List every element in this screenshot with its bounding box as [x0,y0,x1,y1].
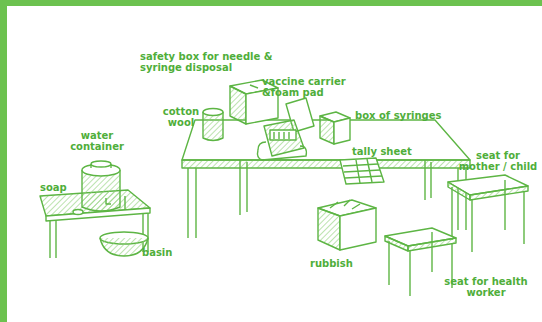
part-label: seat for mother / child [456,150,540,172]
frame-bar [0,0,7,322]
basin [100,232,148,256]
soap-bar [73,210,83,215]
vaccine-carrier [258,98,315,160]
part-label: safety box for needle & syringe disposal [140,51,290,73]
part-label: cotton wool [158,106,204,128]
tally-sheet [340,158,384,184]
part-label: tally sheet [352,146,432,157]
stool-mother [448,175,528,252]
water-container [82,161,120,211]
part-label: vaccine carrier &foam pad [262,76,358,98]
part-label: soap [40,182,80,193]
syringe-box [320,112,350,144]
part-label: box of syringes [355,110,455,121]
cotton-jar [203,109,223,141]
part-label: rubbish [310,258,370,269]
part-label: basin [142,247,192,258]
rubbish-box [318,200,376,250]
part-label: seat for health worker [440,276,532,298]
part-label: water container [64,130,130,152]
frame-bar [0,0,542,6]
